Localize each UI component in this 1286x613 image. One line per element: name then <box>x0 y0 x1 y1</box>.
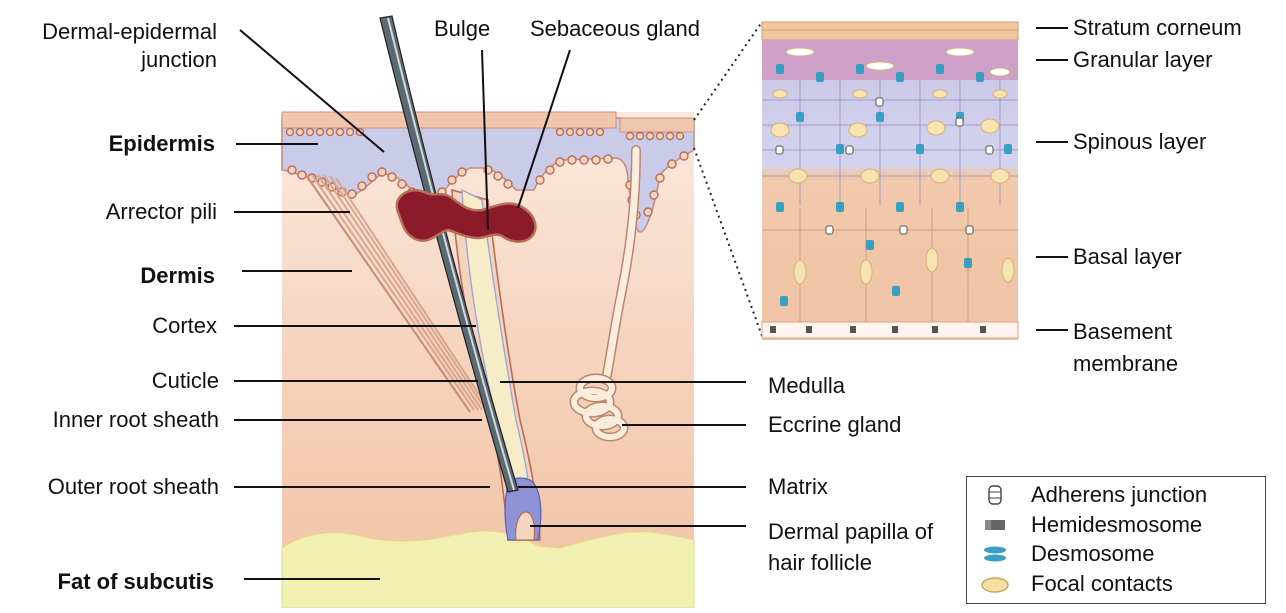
legend-item-desmosome: Desmosome <box>977 540 1154 568</box>
legend-label: Hemidesmosome <box>1031 512 1202 538</box>
label-sebaceous-gland: Sebaceous gland <box>530 15 700 43</box>
legend-label: Focal contacts <box>1031 571 1173 597</box>
label-dermal-epidermal-junction: Dermal-epidermal junction <box>0 18 217 74</box>
legend-item-hemidesmosome: Hemidesmosome <box>977 511 1202 539</box>
label-basal-layer: Basal layer <box>1073 243 1182 271</box>
label-matrix: Matrix <box>768 473 828 501</box>
legend-item-adherens: Adherens junction <box>977 481 1207 509</box>
label-dermis: Dermis <box>0 262 215 290</box>
label-outer-root-sheath: Outer root sheath <box>0 473 219 501</box>
legend-item-focal-contacts: Focal contacts <box>977 570 1173 598</box>
zoom-guide-lines <box>694 22 762 336</box>
label-basement-membrane: Basement membrane <box>1073 316 1178 380</box>
label-stratum-corneum: Stratum corneum <box>1073 14 1242 42</box>
label-arrector-pili: Arrector pili <box>0 198 217 226</box>
legend-box: Adherens junction Hemidesmosome Desmosom… <box>966 476 1266 604</box>
label-inner-root-sheath: Inner root sheath <box>0 406 219 434</box>
legend-label: Desmosome <box>1031 541 1154 567</box>
label-cortex: Cortex <box>0 312 217 340</box>
label-bulge: Bulge <box>434 15 490 43</box>
label-granular-layer: Granular layer <box>1073 46 1212 74</box>
label-spinous-layer: Spinous layer <box>1073 128 1206 156</box>
focal-contacts-icon <box>977 572 1013 596</box>
hemidesmosome-icon <box>977 513 1013 537</box>
label-cuticle: Cuticle <box>0 367 219 395</box>
epidermis-inset <box>762 22 1018 340</box>
label-fat-of-subcutis: Fat of subcutis <box>0 568 214 596</box>
label-epidermis: Epidermis <box>0 130 215 158</box>
desmosome-icon <box>977 542 1013 566</box>
label-dermal-papilla: Dermal papilla of hair follicle <box>768 516 933 578</box>
fat-layer <box>282 531 694 608</box>
legend-label: Adherens junction <box>1031 482 1207 508</box>
label-eccrine-gland: Eccrine gland <box>768 411 901 439</box>
adherens-junction-icon <box>977 483 1013 507</box>
label-medulla: Medulla <box>768 372 845 400</box>
